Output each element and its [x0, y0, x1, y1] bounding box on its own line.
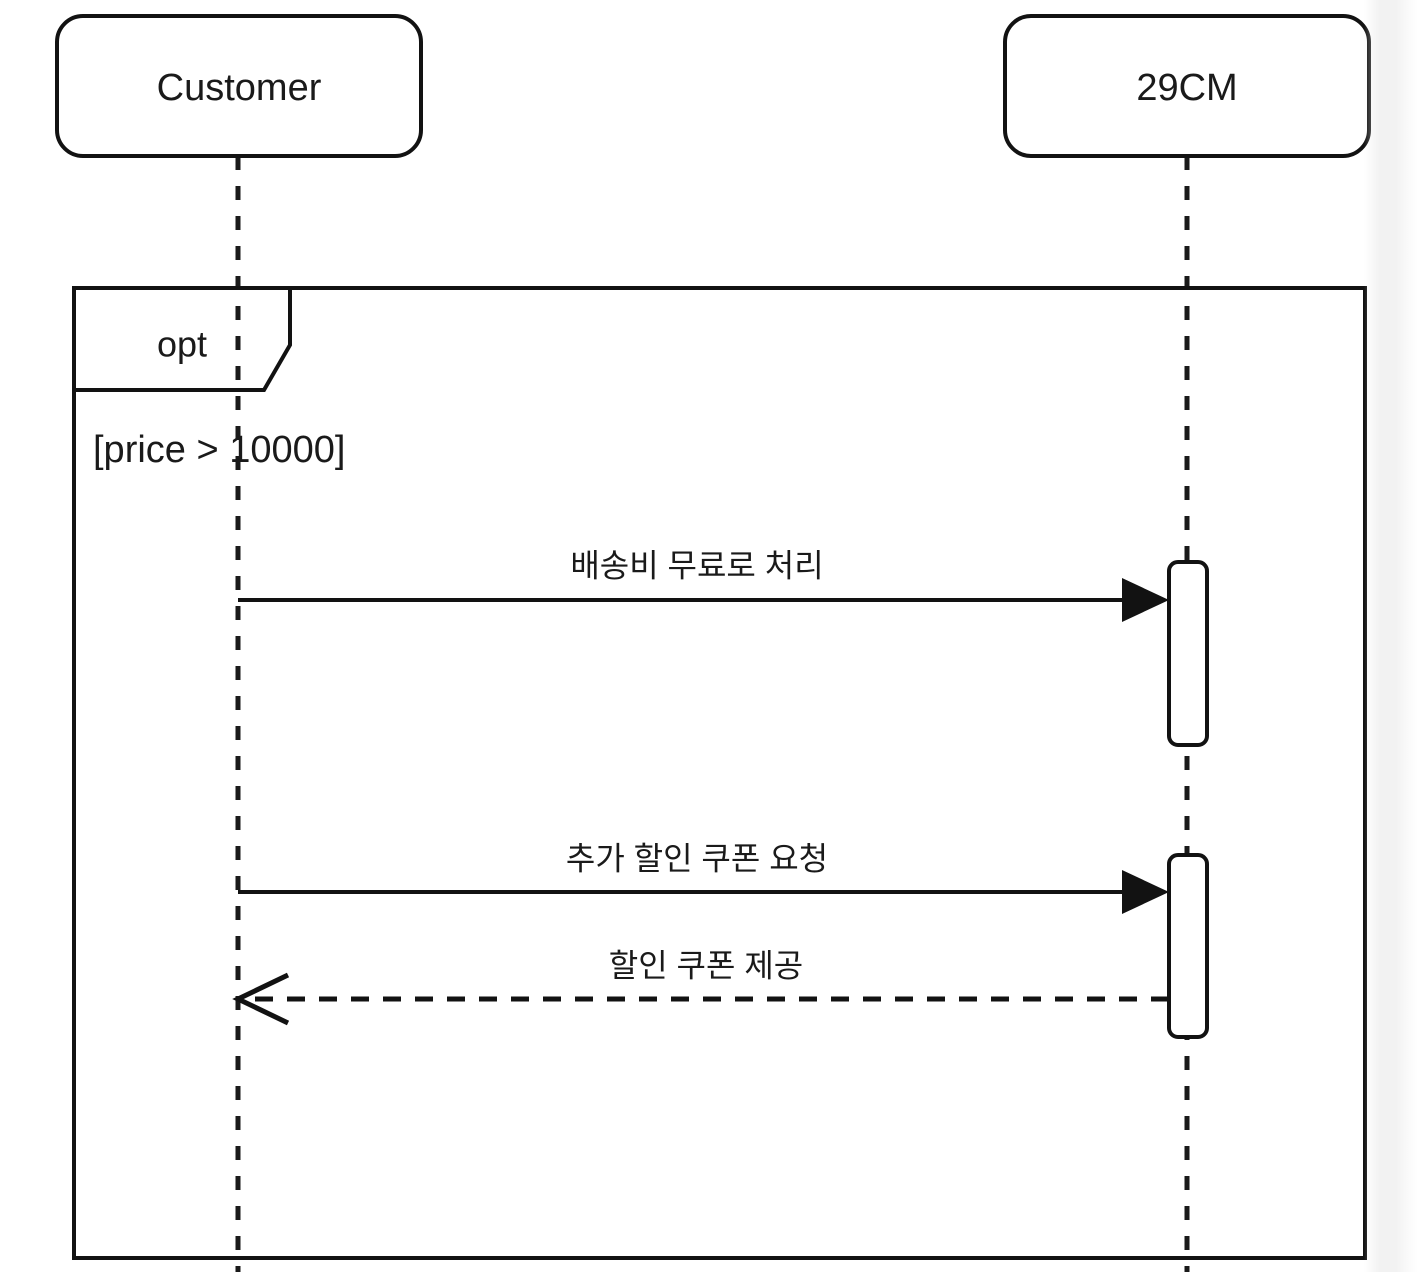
message-3-arrowhead — [232, 972, 290, 1026]
message-1-arrowhead — [1122, 578, 1169, 622]
participant-29cm[interactable]: 29CM — [1003, 14, 1371, 158]
activation-bar-29cm-2[interactable] — [1167, 853, 1209, 1039]
combined-fragment-opt[interactable]: opt [price > 10000] — [72, 286, 1367, 1260]
participant-box-customer[interactable] — [55, 14, 423, 158]
fragment-operator-label: opt — [157, 324, 207, 365]
participant-label-customer: Customer — [157, 67, 322, 109]
message-1-label: 배송비 무료로 처리 — [570, 547, 823, 583]
message-3-return[interactable]: 할인 쿠폰 제공 — [232, 947, 1169, 1026]
activation-bar-29cm-1[interactable] — [1167, 560, 1209, 747]
message-2[interactable]: 추가 할인 쿠폰 요청 — [238, 840, 1169, 914]
message-2-label: 추가 할인 쿠폰 요청 — [566, 840, 828, 876]
message-1[interactable]: 배송비 무료로 처리 — [238, 547, 1169, 622]
participant-label-29cm: 29CM — [1136, 67, 1237, 109]
fragment-operator-pentagon — [74, 286, 292, 392]
message-3-label: 할인 쿠폰 제공 — [609, 947, 803, 983]
participant-customer[interactable]: Customer — [55, 14, 423, 158]
message-2-arrowhead — [1122, 870, 1169, 914]
fragment-guard-condition: [price > 10000] — [93, 429, 345, 471]
